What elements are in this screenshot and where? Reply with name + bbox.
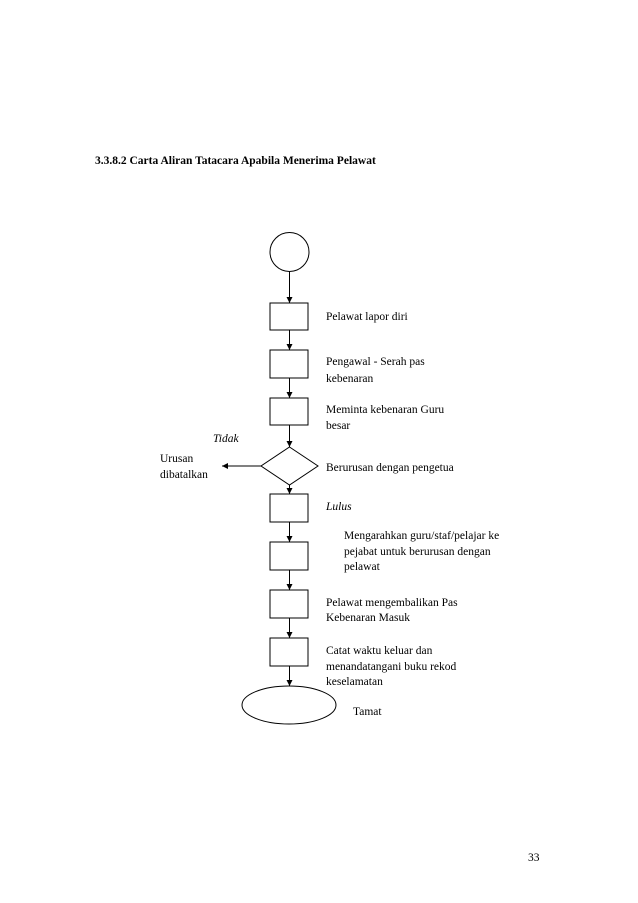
step-4-label-line-2: pejabat untuk berurusan dengan bbox=[344, 546, 491, 558]
flowchart-labels: Pelawat lapor diri Pengawal - Serah pas … bbox=[160, 311, 499, 718]
end-terminator-ellipse bbox=[241, 685, 337, 725]
process-box-6 bbox=[269, 589, 309, 619]
step-5-label-line-1: Pelawat mengembalikan Pas bbox=[326, 597, 458, 609]
page-number: 33 bbox=[528, 852, 540, 864]
no-outcome-line-2: dibatalkan bbox=[160, 469, 208, 481]
decision-yes-label: Lulus bbox=[325, 501, 352, 513]
start-terminator-circle bbox=[269, 232, 310, 272]
step-1-label-line-1: Pelawat lapor diri bbox=[326, 311, 408, 323]
step-3-label-line-2: besar bbox=[326, 420, 350, 432]
step-6-label-line-1: Catat waktu keluar dan bbox=[326, 645, 433, 657]
process-box-7 bbox=[269, 637, 309, 667]
process-box-3 bbox=[269, 397, 309, 426]
process-box-5 bbox=[269, 541, 309, 571]
step-5-label-line-2: Kebenaran Masuk bbox=[326, 612, 410, 624]
process-box-1 bbox=[269, 302, 309, 331]
process-box-2 bbox=[269, 349, 309, 379]
decision-no-label: Tidak bbox=[213, 433, 239, 445]
step-6-label-line-2: menandatangani buku rekod bbox=[326, 661, 457, 673]
flowchart-shapes bbox=[222, 232, 337, 725]
process-box-4 bbox=[269, 493, 309, 523]
step-4-label-line-3: pelawat bbox=[344, 561, 381, 573]
step-2-label-line-1: Pengawal - Serah pas bbox=[326, 356, 425, 368]
step-6-label-line-3: keselamatan bbox=[326, 676, 383, 688]
step-2-label-line-2: kebenaran bbox=[326, 373, 373, 385]
decision-label: Berurusan dengan pengetua bbox=[326, 462, 454, 474]
step-3-label-line-1: Meminta kebenaran Guru bbox=[326, 404, 444, 416]
section-heading: 3.3.8.2 Carta Aliran Tatacara Apabila Me… bbox=[95, 155, 376, 167]
step-4-label-line-1: Mengarahkan guru/staf/pelajar ke bbox=[344, 530, 499, 542]
end-label: Tamat bbox=[353, 706, 382, 718]
no-outcome-line-1: Urusan bbox=[160, 453, 193, 465]
